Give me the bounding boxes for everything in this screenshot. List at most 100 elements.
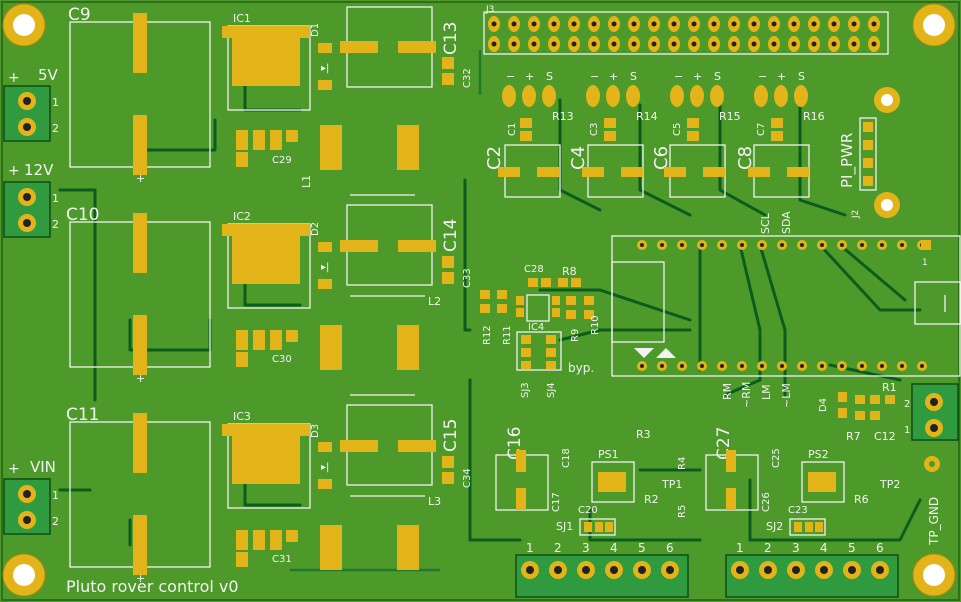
regulator-1: C9 + IC1 D1 ▸| C13 C32 C29 L1: [68, 5, 473, 196]
terminal-pin-label: 5: [848, 541, 856, 555]
svg-text:+: +: [136, 372, 145, 385]
terminal-label: VIN: [30, 458, 56, 476]
svg-text:▸|: ▸|: [321, 63, 329, 74]
svg-text:SJ1: SJ1: [556, 520, 573, 533]
svg-text:C28: C28: [524, 264, 544, 275]
svg-text:C1: C1: [507, 123, 518, 136]
ic-label: IC3: [233, 410, 251, 423]
svg-text:C5: C5: [672, 123, 683, 136]
svg-text:S: S: [630, 70, 637, 83]
svg-text:~LM: ~LM: [780, 383, 793, 408]
servo-channel-2: − + S R14 C3 C4: [568, 70, 658, 198]
status-section: D4 R1 C12 2 1: [818, 381, 959, 443]
svg-text:R9: R9: [570, 329, 581, 342]
microcontroller-module: SCL SDA 1 RM ~RM LM ~LM: [611, 211, 961, 408]
svg-text:C20: C20: [578, 505, 598, 516]
svg-text:1: 1: [52, 96, 59, 109]
power-input-vin: + VIN 1 2: [3, 458, 59, 535]
svg-text:▸|: ▸|: [321, 262, 329, 273]
svg-text:+: +: [777, 70, 786, 83]
svg-text:C30: C30: [272, 354, 292, 365]
cap-label: C9: [68, 5, 91, 25]
motor-driver-2: C27 C25 C26 C23 PS2 R7 R6 TP2 SJ2: [705, 426, 900, 536]
plus-label: +: [8, 70, 20, 86]
svg-text:J2: J2: [851, 210, 861, 219]
terminal-label: 12V: [24, 161, 54, 179]
svg-text:D1: D1: [310, 23, 321, 37]
terminal-pin-label: 1: [526, 541, 534, 555]
svg-text:C8: C8: [735, 146, 756, 170]
servo-channel-1: − + S R13 C1 C2: [484, 70, 574, 198]
svg-text:LM: LM: [760, 384, 773, 400]
svg-text:+: +: [136, 172, 145, 185]
svg-text:C33: C33: [462, 268, 473, 288]
svg-text:C3: C3: [589, 123, 600, 136]
svg-text:R13: R13: [552, 110, 574, 123]
svg-text:2: 2: [52, 218, 59, 231]
svg-text:S: S: [714, 70, 721, 83]
power-input-5v: + 5V 1 2: [3, 66, 59, 142]
terminal-pin-label: 4: [820, 541, 828, 555]
svg-text:2: 2: [52, 122, 59, 135]
plus-label: +: [8, 163, 20, 179]
svg-text:PI_PWR: PI_PWR: [838, 133, 857, 188]
svg-text:SJ2: SJ2: [766, 520, 783, 533]
terminal-pin-label: 4: [610, 541, 618, 555]
svg-text:C13: C13: [441, 21, 461, 55]
power-input-12v: + 12V 1 2: [3, 161, 59, 238]
ic4-block: C28 R8 IC4 R12 R11 R9 R10 SJ3 SJ4 byp.: [480, 264, 601, 398]
svg-text:−: −: [506, 70, 515, 83]
svg-text:1: 1: [52, 489, 59, 502]
svg-text:R2: R2: [644, 493, 659, 506]
board-title: Pluto rover control v0: [66, 577, 239, 596]
svg-text:C7: C7: [756, 123, 767, 136]
svg-text:C26: C26: [761, 492, 772, 512]
svg-text:C12: C12: [874, 430, 896, 443]
svg-text:TP_GND: TP_GND: [927, 497, 941, 546]
svg-text:1: 1: [922, 258, 928, 268]
svg-text:−: −: [758, 70, 767, 83]
svg-text:C4: C4: [568, 146, 589, 170]
svg-text:+: +: [609, 70, 618, 83]
svg-text:C32: C32: [462, 68, 473, 88]
servo-channel-4: − + S R16 C7 C8: [735, 70, 825, 198]
svg-text:2: 2: [904, 399, 910, 410]
cap-label: C11: [66, 405, 100, 425]
svg-text:C23: C23: [788, 505, 808, 516]
svg-text:TP1: TP1: [661, 478, 682, 491]
terminal-label: 5V: [38, 66, 59, 84]
svg-text:SJ3: SJ3: [520, 382, 531, 398]
svg-text:PS1: PS1: [598, 448, 619, 461]
svg-text:+: +: [693, 70, 702, 83]
svg-text:−: −: [674, 70, 683, 83]
svg-text:C17: C17: [551, 492, 562, 512]
svg-text:R7: R7: [846, 430, 861, 443]
terminal-pin-label: 3: [582, 541, 590, 555]
servo-channels: − + S R13 C1 C2 − + S R14 C3 C4 − + S: [484, 70, 825, 198]
gpio-header-j3: J3: [483, 5, 889, 55]
svg-text:R14: R14: [636, 110, 658, 123]
svg-text:TP2: TP2: [879, 478, 900, 491]
svg-text:C2: C2: [484, 146, 505, 170]
svg-text:R8: R8: [562, 265, 577, 278]
svg-text:R3: R3: [636, 428, 651, 441]
svg-text:R1: R1: [882, 381, 897, 394]
svg-text:byp.: byp.: [568, 361, 594, 375]
svg-text:SCL: SCL: [759, 212, 772, 234]
svg-text:1: 1: [904, 425, 910, 436]
svg-text:R5: R5: [677, 505, 688, 518]
svg-text:J3: J3: [485, 5, 494, 15]
regulator-3: C11 + IC3 D3 ▸| C15 C34 L3 C31: [66, 404, 473, 585]
svg-text:R10: R10: [590, 315, 601, 335]
svg-text:−: −: [590, 70, 599, 83]
svg-text:L2: L2: [428, 295, 441, 308]
svg-text:2: 2: [52, 515, 59, 528]
svg-text:R16: R16: [803, 110, 825, 123]
svg-text:L1: L1: [300, 175, 313, 188]
svg-text:R11: R11: [502, 325, 513, 345]
svg-text:C18: C18: [561, 448, 572, 468]
ic-label: IC1: [233, 12, 251, 25]
